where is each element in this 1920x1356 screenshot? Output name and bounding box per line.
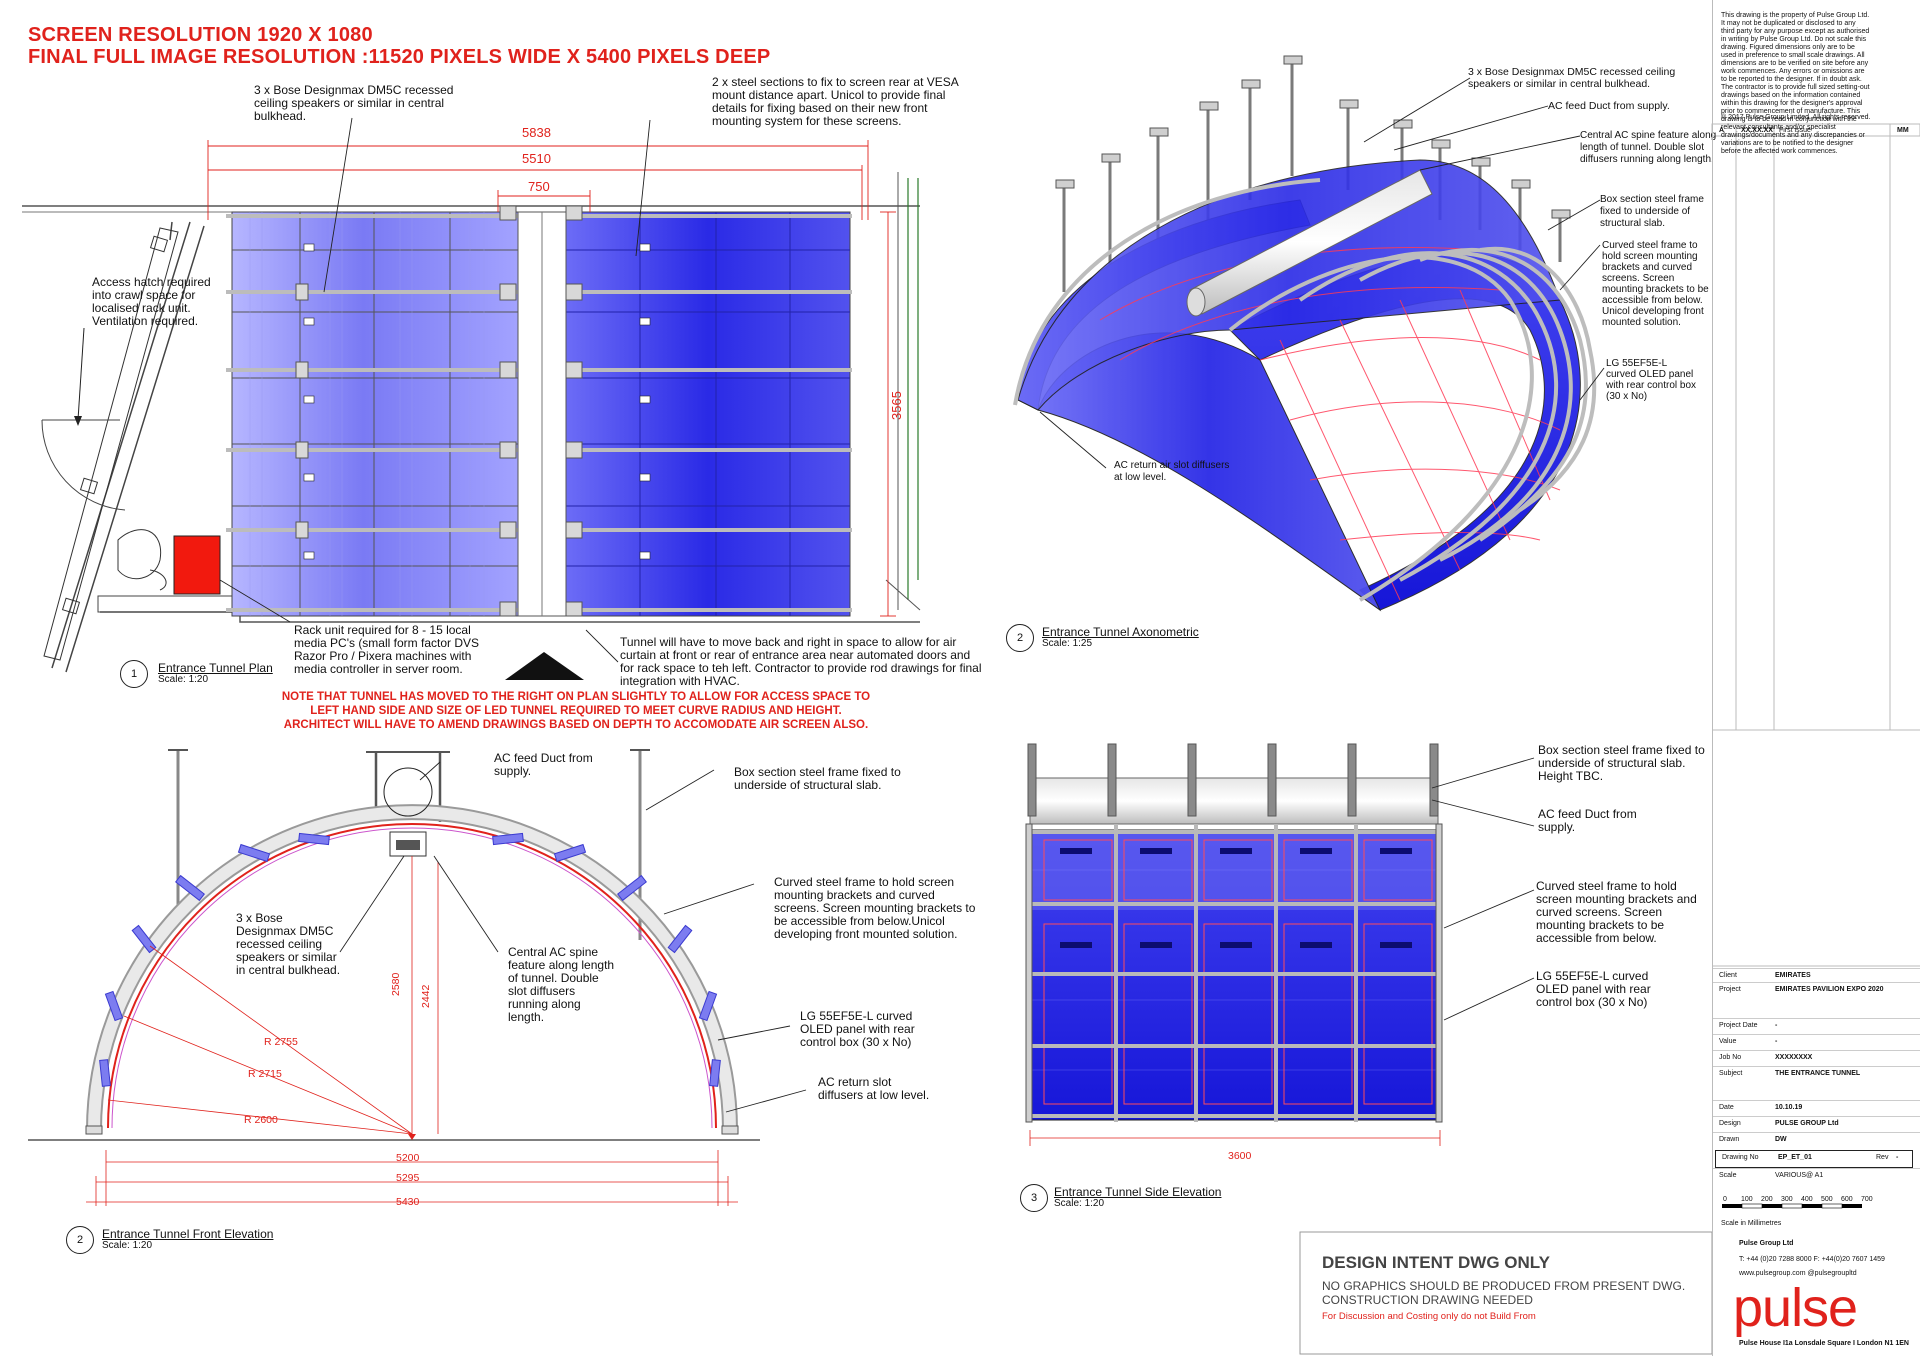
plan-dim-5838: 5838 [522,125,551,140]
axo-speakers-note: 3 x Bose Designmax DM5C recessed ceiling… [1468,66,1676,90]
front-dim-2442: 2442 [420,984,432,1008]
axo-caption-title: Entrance Tunnel Axonometric [1042,625,1199,639]
axo-box-note: Box section steel frame fixed to undersi… [1600,194,1704,229]
axo-spine-note: Central AC spine feature along length of… [1580,130,1717,165]
side-dim-3600: 3600 [1228,1150,1252,1162]
tb-drawing-no: Drawing No EP_ET_01 Rev - [1715,1150,1913,1168]
tb-web: www.pulsegroup.com @pulsegroupltd [1739,1270,1857,1277]
front-elevation [28,749,807,1206]
scale-tick-500: 500 [1821,1196,1833,1203]
axonometric-view [1013,55,1605,612]
side-caption: Entrance Tunnel Side Elevation Scale: 1:… [1054,1186,1221,1210]
scale-tick-0: 0 [1723,1196,1727,1203]
scale-tick-700: 700 [1861,1196,1873,1203]
tb-rev-code: A [1719,127,1725,134]
front-dim-5430: 5430 [396,1196,420,1208]
scale-tick-400: 400 [1801,1196,1813,1203]
design-intent-line2: CONSTRUCTION DRAWING NEEDED [1322,1293,1533,1307]
side-lg-note: LG 55EF5E-L curved OLED panel with rear … [1536,969,1651,1009]
tb-rev-date: XX.XX.XX [1741,127,1773,134]
front-dim-r2755: R 2755 [264,1036,298,1048]
design-intent-line1: NO GRAPHICS SHOULD BE PRODUCED FROM PRES… [1322,1279,1686,1293]
tb-company: Pulse Group Ltd [1739,1240,1794,1247]
tb-address: Pulse House I1a Lonsdale Square I London… [1739,1340,1909,1347]
front-dim-2580: 2580 [390,972,402,996]
front-dim-r2715: R 2715 [248,1068,282,1080]
plan-steel-note: 2 x steel sections to fix to screen rear… [712,75,959,128]
front-caption-title: Entrance Tunnel Front Elevation [102,1227,274,1241]
plan-rack-note: Rack unit required for 8 - 15 local medi… [294,623,479,676]
header-resolution: SCREEN RESOLUTION 1920 X 1080 [28,24,373,46]
front-ac-feed: AC feed Duct from supply. [494,751,593,778]
front-dim-5200: 5200 [396,1152,420,1164]
plan-hatch-note: Access hatch required into crawl space f… [92,275,211,328]
front-return-note: AC return slot diffusers at low level. [818,1075,930,1102]
tb-rev-by: MM [1897,127,1909,134]
front-dim-5295: 5295 [396,1172,420,1184]
title-block-frame [1711,123,1920,967]
design-intent-line3: For Discussion and Costing only do not B… [1322,1311,1536,1322]
axo-lg-note: LG 55EF5E-L curved OLED panel with rear … [1606,358,1697,402]
side-caption-number: 3 [1020,1184,1048,1212]
front-lg-note: LG 55EF5E-L curved OLED panel with rear … [800,1009,915,1049]
axo-caption-number: 2 [1006,624,1034,652]
front-speakers-note: 3 x Bose Designmax DM5C recessed ceiling… [236,911,341,977]
side-caption-scale: Scale: 1:20 [1054,1198,1105,1209]
front-box-note: Box section steel frame fixed to undersi… [734,765,901,792]
axo-return-note: AC return air slot diffusers at low leve… [1114,460,1230,483]
plan-dim-3565: 3565 [889,391,904,420]
side-curved-note: Curved steel frame to hold screen mounti… [1536,879,1697,945]
tb-rev-desc: First issue [1779,127,1811,134]
tb-phone: T: +44 (0)20 7288 8000 F: +44(0)20 7607 … [1739,1256,1885,1263]
axo-curved-note: Curved steel frame to hold screen mounti… [1602,240,1709,328]
tb-field-value: Value- [1713,1034,1920,1051]
front-spine-note: Central AC spine feature along length of… [508,945,615,1024]
plan-caption: Entrance Tunnel Plan Scale: 1:20 [158,662,273,686]
plan-caption-scale: Scale: 1:20 [158,674,209,685]
plan-dim-750: 750 [528,179,550,194]
plan-speakers-note: 3 x Bose Designmax DM5C recessed ceiling… [254,83,454,123]
axo-ac-feed: AC feed Duct from supply. [1548,100,1670,112]
design-intent-box [1299,1231,1713,1355]
side-caption-title: Entrance Tunnel Side Elevation [1054,1185,1222,1199]
axo-caption: Entrance Tunnel Axonometric Scale: 1:25 [1042,626,1199,650]
front-caption-number: 2 [66,1226,94,1254]
red-note: NOTE THAT TUNNEL HAS MOVED TO THE RIGHT … [281,691,871,731]
tb-disclaimer: This drawing is the property of Pulse Gr… [1721,12,1870,155]
scale-tick-600: 600 [1841,1196,1853,1203]
scale-tick-100: 100 [1741,1196,1753,1203]
front-curved-note: Curved steel frame to hold screen mounti… [774,875,976,941]
side-elevation [1025,743,1535,1146]
front-caption-scale: Scale: 1:20 [102,1240,153,1251]
scale-tick-200: 200 [1761,1196,1773,1203]
side-box-note: Box section steel frame fixed to undersi… [1538,743,1705,783]
scale-units: Scale in Millimetres [1721,1220,1782,1227]
front-dim-r2600: R 2600 [244,1114,278,1126]
scale-tick-300: 300 [1781,1196,1793,1203]
plan-caption-title: Entrance Tunnel Plan [158,661,273,675]
scale-bar [1722,1203,1862,1209]
plan-dim-5510: 5510 [522,151,551,166]
header-full-resolution: FINAL FULL IMAGE RESOLUTION :11520 PIXEL… [28,46,771,68]
side-ac-feed: AC feed Duct from supply. [1538,807,1637,834]
design-intent-title: DESIGN INTENT DWG ONLY [1322,1253,1550,1272]
axo-caption-scale: Scale: 1:25 [1042,638,1093,649]
plan-view [22,117,921,680]
tb-copyright: © 2017 Pulse Group Limited. All rights r… [1721,114,1871,121]
plan-tunnel-note: Tunnel will have to move back and right … [620,635,982,688]
plan-caption-number: 1 [120,660,148,688]
pulse-logo: pulse [1733,1278,1858,1338]
tb-field-project-date: Project Date- [1713,1018,1920,1035]
title-block: This drawing is the property of Pulse Gr… [1712,0,1920,1356]
front-caption: Entrance Tunnel Front Elevation Scale: 1… [102,1228,273,1252]
